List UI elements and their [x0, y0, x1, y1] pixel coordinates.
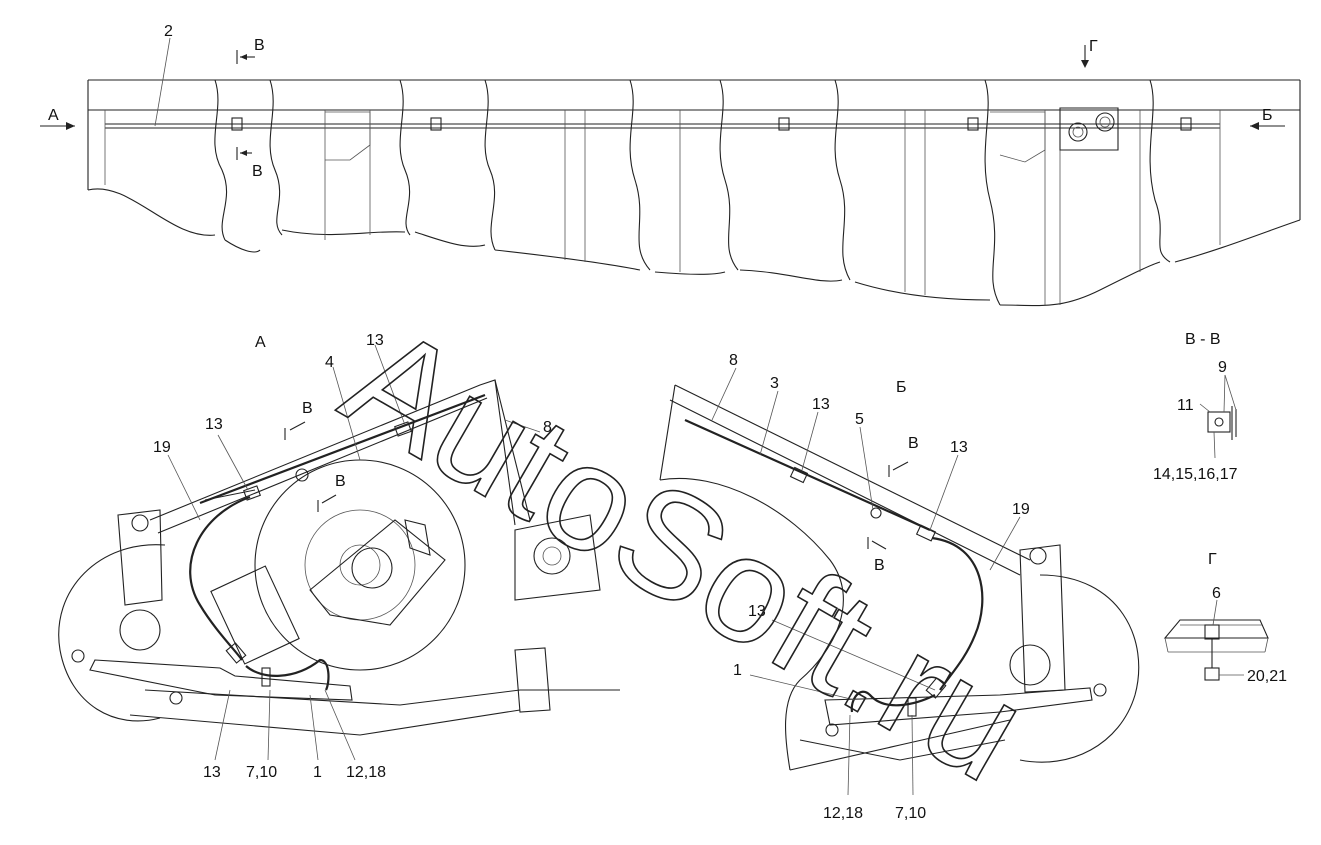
view-b-label-13-top: 13	[812, 396, 830, 413]
view-b-label-5: 5	[855, 411, 864, 428]
view-b-label-12-18: 12,18	[823, 805, 863, 822]
view-b-label-3: 3	[770, 375, 779, 392]
view-a-label-4: 4	[325, 354, 334, 371]
view-b-label-7-10: 7,10	[895, 805, 926, 822]
view-a-label-19: 19	[153, 439, 171, 456]
label-item-2: 2	[164, 23, 173, 40]
section-vv-label-9: 9	[1218, 359, 1227, 376]
view-a-label-b-mid: В	[335, 473, 346, 490]
view-b-label-19: 19	[1012, 501, 1030, 518]
section-vv-label-14-17: 14,15,16,17	[1153, 466, 1238, 483]
view-b-label-13-low: 13	[748, 603, 766, 620]
view-b-label-13-mid: 13	[950, 439, 968, 456]
view-g-label-6: 6	[1212, 585, 1221, 602]
view-a-label-13-bottom: 13	[203, 764, 221, 781]
view-a-label-12-18: 12,18	[346, 764, 386, 781]
view-g-title: Г	[1208, 551, 1217, 568]
view-b: Б 8 3 13 5 В 13 19 В 13 1 12,18 7,10	[659, 352, 1140, 822]
view-a-label-b-top: В	[302, 400, 313, 417]
view-a-label-13-left: 13	[205, 416, 223, 433]
view-b-label-b-bottom: В	[874, 557, 885, 574]
label-view-g-arrow: Г	[1089, 38, 1098, 55]
view-g-label-20-21: 20,21	[1247, 668, 1287, 685]
top-view: 2 В В А Б Г	[40, 23, 1301, 307]
view-g: Г 6 20,21	[1163, 551, 1287, 685]
view-a-label-7-10: 7,10	[246, 764, 277, 781]
view-a-label-8: 8	[543, 419, 552, 436]
view-a-label-13-top: 13	[366, 332, 384, 349]
label-section-b-bottom: В	[252, 163, 263, 180]
view-b-title: Б	[896, 379, 907, 396]
label-section-b-top: В	[254, 37, 265, 54]
view-a-title: А	[255, 334, 266, 351]
view-b-label-b-top: В	[908, 435, 919, 452]
section-vv-title: В - В	[1185, 331, 1221, 348]
section-vv: В - В 9 11 14,15,16,17	[1153, 331, 1238, 483]
label-view-a-arrow: А	[48, 107, 59, 124]
section-vv-label-11: 11	[1177, 397, 1194, 414]
view-a: А 13 4 8 13 19 В В 13 7,10 1 12,18	[58, 332, 620, 781]
label-view-b-arrow: Б	[1262, 107, 1273, 124]
view-a-label-1: 1	[313, 764, 322, 781]
view-b-label-1: 1	[733, 662, 742, 679]
view-b-label-8: 8	[729, 352, 738, 369]
